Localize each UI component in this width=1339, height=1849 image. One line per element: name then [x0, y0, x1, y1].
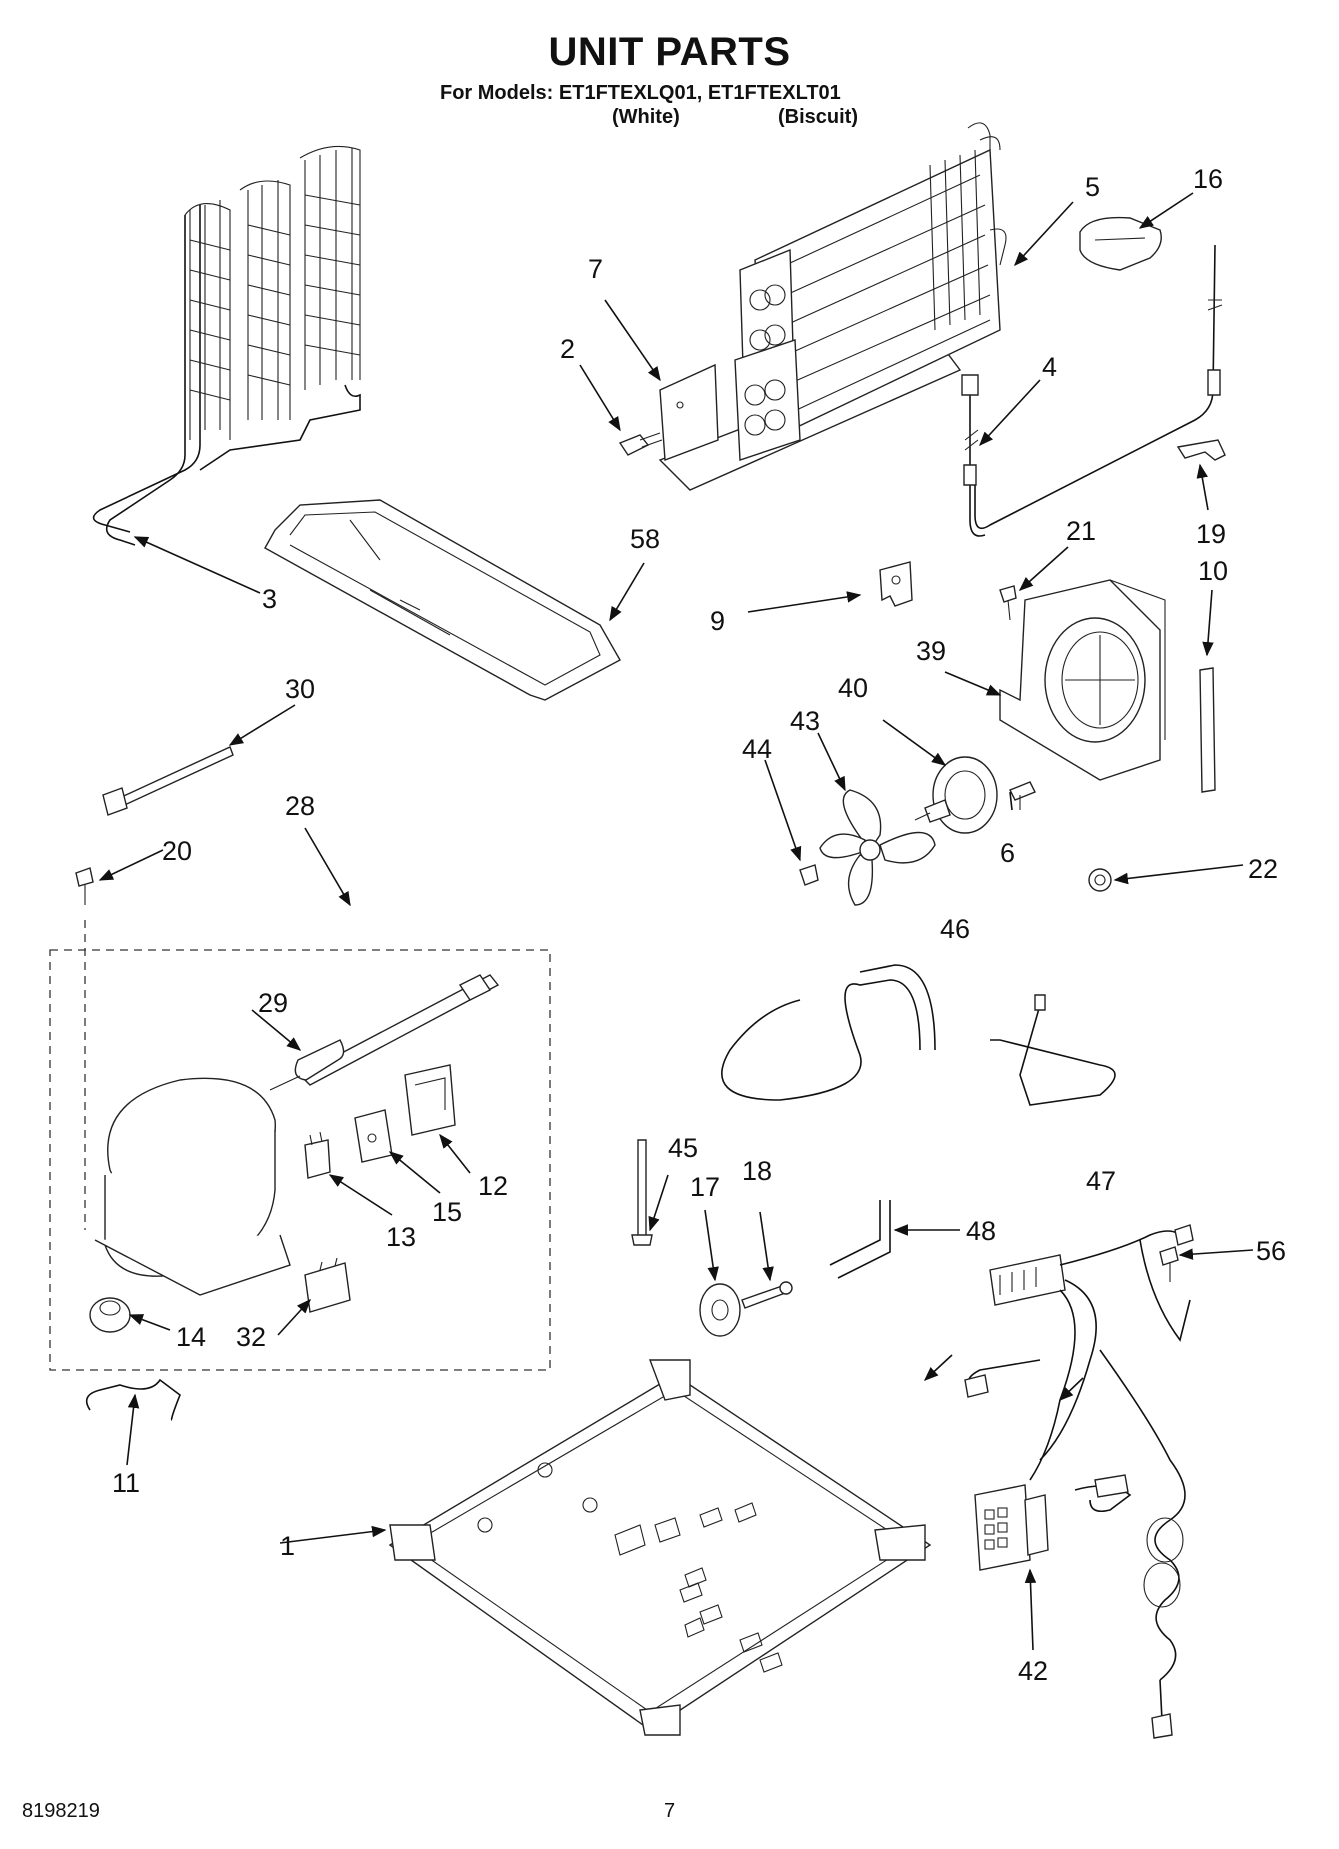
callout-21: 21	[1066, 516, 1096, 546]
document-number: 8198219	[22, 1800, 100, 1822]
cable-tie	[102, 746, 234, 816]
callout-32: 32	[236, 1322, 266, 1352]
tube-47	[990, 994, 1116, 1106]
callout-58: 58	[630, 524, 660, 554]
leader-lines	[98, 192, 1254, 1651]
callout-22: 22	[1248, 854, 1278, 884]
callout-numbers: 3 58 7 2 5 16 4 19 21 10 9 39 40 43 44 6…	[112, 164, 1286, 1686]
strip-10	[1199, 667, 1216, 793]
callout-1: 1	[280, 1531, 295, 1561]
clip-44	[799, 864, 819, 886]
callout-11: 11	[112, 1468, 140, 1498]
callout-9: 9	[710, 606, 725, 636]
drain-tube	[721, 964, 936, 1101]
callout-19: 19	[1196, 519, 1226, 549]
callout-28: 28	[285, 791, 315, 821]
screw	[618, 432, 663, 456]
heater-wire	[961, 374, 986, 537]
tube-48	[829, 1200, 891, 1279]
screw-6	[1009, 781, 1036, 810]
screw-56	[1159, 1246, 1179, 1282]
page-title: UNIT PARTS	[548, 30, 791, 74]
fan-motor	[914, 756, 998, 834]
callout-17: 17	[690, 1172, 720, 1202]
callout-13: 13	[386, 1222, 416, 1252]
condenser-coil	[92, 145, 361, 546]
callout-15: 15	[432, 1197, 462, 1227]
callout-48: 48	[966, 1216, 996, 1246]
bracket-9	[879, 561, 913, 607]
callout-44: 44	[742, 734, 772, 764]
fan-blade	[819, 789, 936, 906]
callout-3: 3	[262, 584, 277, 614]
nut-22	[1088, 868, 1112, 892]
callout-18: 18	[742, 1156, 772, 1186]
callout-42: 42	[1018, 1656, 1048, 1686]
roller	[699, 1281, 793, 1337]
variant-white: (White)	[612, 106, 680, 128]
drain-pan	[264, 499, 621, 701]
callout-29: 29	[258, 988, 288, 1018]
callout-40: 40	[838, 673, 868, 703]
callout-6: 6	[1000, 838, 1015, 868]
screw-20	[75, 867, 94, 905]
variant-biscuit: (Biscuit)	[778, 106, 858, 128]
callout-4: 4	[1042, 352, 1057, 382]
callout-47: 47	[1086, 1166, 1116, 1196]
callout-5: 5	[1085, 172, 1100, 202]
base-frame	[388, 1359, 932, 1736]
fan-shroud	[999, 579, 1166, 781]
page-number: 7	[664, 1800, 676, 1822]
evaporator-assembly	[658, 122, 1007, 491]
callout-56: 56	[1256, 1236, 1286, 1266]
callout-45: 45	[668, 1133, 698, 1163]
callout-14: 14	[176, 1322, 206, 1352]
compressor-assembly	[49, 920, 551, 1371]
callout-20: 20	[162, 836, 192, 866]
callout-43: 43	[790, 706, 820, 736]
pin-45	[631, 1139, 653, 1246]
callout-10: 10	[1198, 556, 1228, 586]
wire-harness	[964, 1224, 1194, 1739]
clip-19	[1176, 439, 1226, 461]
callout-39: 39	[916, 636, 946, 666]
screw-21	[999, 585, 1017, 621]
wire-clip-11	[85, 1378, 181, 1421]
callout-2: 2	[560, 334, 575, 364]
callout-46: 46	[940, 914, 970, 944]
callout-30: 30	[285, 674, 315, 704]
callout-16: 16	[1193, 164, 1223, 194]
callout-12: 12	[478, 1171, 508, 1201]
models-line: For Models: ET1FTEXLQ01, ET1FTEXLT01	[440, 82, 841, 104]
cap-16	[1079, 216, 1162, 271]
capillary-tube	[974, 244, 1223, 530]
callout-7: 7	[588, 254, 603, 284]
